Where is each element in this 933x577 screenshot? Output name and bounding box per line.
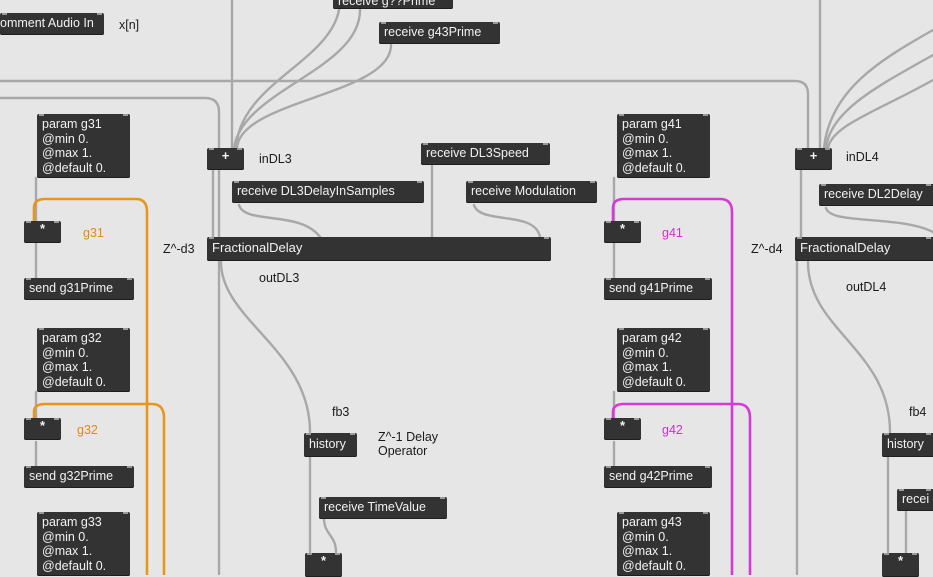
param-g33-object[interactable]: param g33 @min 0. @max 1. @default 0. [37,512,130,576]
g41-comment: g41 [662,226,683,240]
send-g31prime-object[interactable]: send g31Prime [24,278,134,300]
g42-comment: g42 [662,423,683,437]
receive-bottom-right-object[interactable]: recei [897,489,933,511]
receive-dl3speed-object[interactable]: receive DL3Speed [421,143,550,165]
fractional-delay-4-object[interactable]: FractionalDelay [795,237,933,261]
cable-plus3-c [235,43,393,150]
cable-rdelay3 [237,203,322,239]
comment-audio-in-object[interactable]: omment Audio In [0,13,104,35]
zd4-comment: Z^-d4 [751,242,783,256]
indl4-comment: inDL4 [846,150,879,164]
receive-dl2delay-object[interactable]: receive DL2Delay [819,184,933,206]
cable-plus4-b [822,28,933,150]
mult-bottom-right-object[interactable]: * [882,553,919,577]
plus-dl3-object[interactable]: + [207,148,244,170]
cable-x-bus [0,96,221,575]
param-g41-object[interactable]: param g41 @min 0. @max 1. @default 0. [617,114,710,178]
outdl3-comment: outDL3 [259,271,300,285]
cable-out3 [219,260,312,434]
history-fb3-object[interactable]: history [304,433,357,457]
mult-g31-object[interactable]: * [24,221,61,243]
xn-comment: x[n] [119,18,140,32]
z1-delay-comment: Z^-1 Delay Operator [378,430,439,458]
plus-dl4-object[interactable]: + [795,148,832,170]
cable-time3 [322,516,338,554]
cable-rdelay4 [824,206,933,234]
g31-comment: g31 [83,226,104,240]
cable-plus4-c [824,53,933,150]
send-g42prime-object[interactable]: send g42Prime [604,466,712,488]
cable-plus4-d [826,78,933,150]
receive-timevalue-object[interactable]: receive TimeValue [319,497,447,519]
cable-orange-g31 [32,197,149,575]
fb3-comment: fb3 [332,405,350,419]
fractional-delay-3-object[interactable]: FractionalDelay [207,237,551,261]
cable-orange-g32 [32,402,166,575]
param-g43-object[interactable]: param g43 @min 0. @max 1. @default 0. [617,512,710,576]
mult-bottom-center-object[interactable]: * [305,553,342,577]
param-g32-object[interactable]: param g32 @min 0. @max 1. @default 0. [37,328,130,392]
zd3-comment: Z^-d3 [163,242,195,256]
outdl4-comment: outDL4 [846,280,887,294]
cable-mod3 [472,203,542,239]
cable-plus3-d [232,8,362,150]
receive-g43prime-object[interactable]: receive g43Prime [379,22,500,44]
receive-dl3delay-object[interactable]: receive DL3DelayInSamples [232,181,424,203]
send-g41prime-object[interactable]: send g41Prime [604,278,712,300]
param-g31-object[interactable]: param g31 @min 0. @max 1. @default 0. [37,114,130,178]
cable-out4 [806,260,892,434]
receive-g-top-object[interactable]: receive g??Prime [333,0,453,9]
send-g32prime-object[interactable]: send g32Prime [24,466,134,488]
receive-modulation-object[interactable]: receive Modulation [466,181,597,203]
g32-comment: g32 [77,423,98,437]
fb4-comment: fb4 [909,405,927,419]
cable-top-bus [0,79,810,150]
cable-magenta-g42 [611,402,752,575]
cable-plus3-b [234,0,342,150]
indl3-comment: inDL3 [259,152,292,166]
mult-g42-object[interactable]: * [604,418,641,440]
param-g42-object[interactable]: param g42 @min 0. @max 1. @default 0. [617,328,710,392]
mult-g32-object[interactable]: * [24,418,61,440]
mult-g41-object[interactable]: * [604,221,641,243]
history-fb4-object[interactable]: history [882,433,933,457]
cable-magenta-g41 [611,197,734,575]
